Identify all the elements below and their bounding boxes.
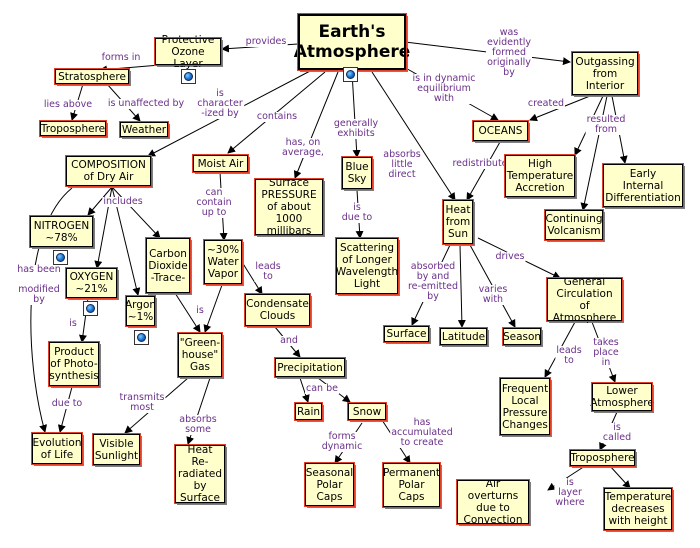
globe-icon[interactable] (181, 69, 196, 84)
concept-visible-sunlight[interactable]: Visible Sunlight (92, 433, 141, 466)
concept-composition-dry-air[interactable]: COMPOSITION of Dry Air (65, 155, 152, 187)
label-is-called: is called (601, 422, 633, 443)
globe-icon[interactable] (83, 301, 98, 316)
concept-temperature-decreases[interactable]: Temperature decreases with height (603, 487, 673, 531)
link-product-evolution (57, 386, 73, 433)
link-precip-rain (299, 377, 310, 403)
concept-general-circulation[interactable]: General Circulation of Atmosphere (546, 276, 623, 324)
link-heat-latitude (457, 244, 466, 328)
concept-evolution-of-life[interactable]: Evolution of Life (31, 432, 83, 465)
label-can-contain-up-to: can contain up to (195, 187, 233, 218)
concept-protective-ozone-layer[interactable]: Protective Ozone Layer (154, 34, 222, 70)
concept-permanent-polar-caps[interactable]: Permanent Polar Caps (382, 462, 441, 508)
label-absorbs-little-direct: absorbs little direct (382, 149, 422, 180)
link-composition-co2 (111, 186, 161, 239)
concept-greenhouse-gas[interactable]: "Green- house" Gas (177, 332, 223, 378)
label-leads-to-2: leads to (555, 345, 583, 366)
concept-scattering[interactable]: Scattering of Longer Wavelength Light (335, 237, 399, 295)
concept-high-temperature-accretion[interactable]: High Temperature Accretion (504, 154, 576, 198)
label-has-accumulated: has accumulated to create (390, 417, 454, 448)
concept-earths-atmosphere[interactable]: Earth's Atmosphere (294, 13, 410, 71)
label-drives: drives (494, 251, 526, 262)
concept-carbon-dioxide[interactable]: Carbon Dioxide -Trace- (145, 237, 191, 294)
label-contains: contains (255, 111, 299, 122)
label-is-characterized-by: is character -ized by (196, 88, 244, 119)
label-evidently-formed: was evidently formed originally by (486, 27, 532, 78)
concept-water-vapor[interactable]: ~30% Water Vapor (203, 239, 243, 285)
concept-lower-atmosphere[interactable]: Lower Atmosphere (590, 382, 654, 412)
concept-continuing-volcanism[interactable]: Continuing Volcanism (544, 209, 604, 241)
globe-icon[interactable] (53, 250, 68, 265)
label-is-layer-where: is layer where (554, 477, 586, 508)
link-atmosphere-heat (371, 71, 456, 201)
concept-troposphere-top[interactable]: Troposphere (39, 120, 107, 137)
label-is-unaffected-by: is unaffected by (106, 98, 186, 109)
concept-snow[interactable]: Snow (347, 402, 387, 421)
label-provides: provides (244, 36, 288, 47)
concept-weather[interactable]: Weather (119, 121, 169, 138)
concept-nitrogen[interactable]: NITROGEN ~78% (29, 215, 94, 248)
concept-stratosphere[interactable]: Stratosphere (54, 68, 130, 85)
label-created: created (526, 98, 566, 109)
label-has-on-average: has, on average, (281, 137, 325, 158)
concept-frequent-local-pressure[interactable]: Frequent Local Pressure Changes (499, 377, 551, 436)
concept-product-photosynthesis[interactable]: Product of Photo- synthesis (48, 341, 100, 387)
link-co2-greenhouse (174, 292, 201, 333)
concept-surface[interactable]: Surface (383, 325, 430, 343)
concept-latitude[interactable]: Latitude (439, 327, 488, 346)
label-and: and (279, 335, 299, 346)
label-can-be: can be (305, 383, 339, 394)
concept-early-internal-differentiation[interactable]: Early Internal Differentiation (602, 163, 684, 208)
label-leads-to: leads to (254, 261, 282, 282)
concept-heat-from-sun[interactable]: Heat from Sun (442, 199, 474, 245)
concept-blue-sky[interactable]: Blue Sky (341, 156, 373, 190)
concept-heat-reradiated[interactable]: Heat Re- radiated by Surface (174, 444, 226, 504)
concept-condensate-clouds[interactable]: Condensate Clouds (244, 293, 311, 327)
label-varies-with: varies with (477, 284, 509, 305)
label-absorbs-some: absorbs some (178, 414, 218, 435)
globe-icon[interactable] (134, 330, 149, 345)
globe-icon[interactable] (343, 67, 358, 82)
link-atmosphere-pressure (293, 71, 339, 179)
link-watervapor-clouds (241, 261, 263, 295)
concept-oxygen[interactable]: OXYGEN ~21% (65, 267, 118, 299)
link-oceans-heat (466, 141, 501, 201)
concept-argon[interactable]: Argon ~1% (125, 295, 156, 327)
concept-air-overturns[interactable]: Air overturns due to Convection (456, 478, 530, 526)
label-lies-above: lies above (42, 99, 94, 110)
label-takes-place-in: takes place in (592, 337, 620, 368)
label-due-to: due to (50, 398, 84, 409)
label-redistribute: redistribute (451, 158, 509, 169)
label-absorbed-reemitted: absorbed by and re-emitted by (406, 261, 460, 302)
label-is-due-to: is due to (340, 202, 374, 223)
concept-moist-air[interactable]: Moist Air (192, 154, 249, 173)
label-dynamic-equilibrium: is in dynamic equilibrium with (411, 73, 477, 104)
link-atmosphere-bluesky (351, 71, 361, 158)
label-is-water-vapor: is (195, 305, 205, 316)
concept-season[interactable]: Season (502, 327, 542, 346)
concept-precipitation[interactable]: Precipitation (274, 357, 346, 378)
concept-oceans[interactable]: OCEANS (472, 120, 529, 142)
concept-outgassing[interactable]: Outgassing from Interior (571, 51, 639, 96)
link-composition-nitrogen (87, 186, 113, 216)
concept-troposphere-bottom[interactable]: Troposphere (569, 449, 636, 467)
label-is-oxygen: is (68, 318, 78, 329)
label-transmits-most: transmits most (118, 392, 166, 413)
concept-rain[interactable]: Rain (294, 402, 323, 421)
label-forms-in: forms in (100, 52, 142, 63)
label-resulted-from: resulted from (585, 114, 627, 135)
label-forms-dynamic: forms dynamic (320, 431, 364, 452)
label-has-been-modified-by: has been modified by (16, 264, 62, 305)
link-watervapor-greenhouse (203, 284, 223, 333)
label-includes: includes (102, 196, 144, 207)
link-tropo-temperature (609, 465, 631, 489)
concept-surface-pressure[interactable]: Surface PRESSURE of about 1000 millibars (254, 177, 324, 237)
label-generally-exhibits: generally exhibits (332, 118, 380, 139)
concept-seasonal-polar-caps[interactable]: Seasonal Polar Caps (304, 462, 355, 507)
